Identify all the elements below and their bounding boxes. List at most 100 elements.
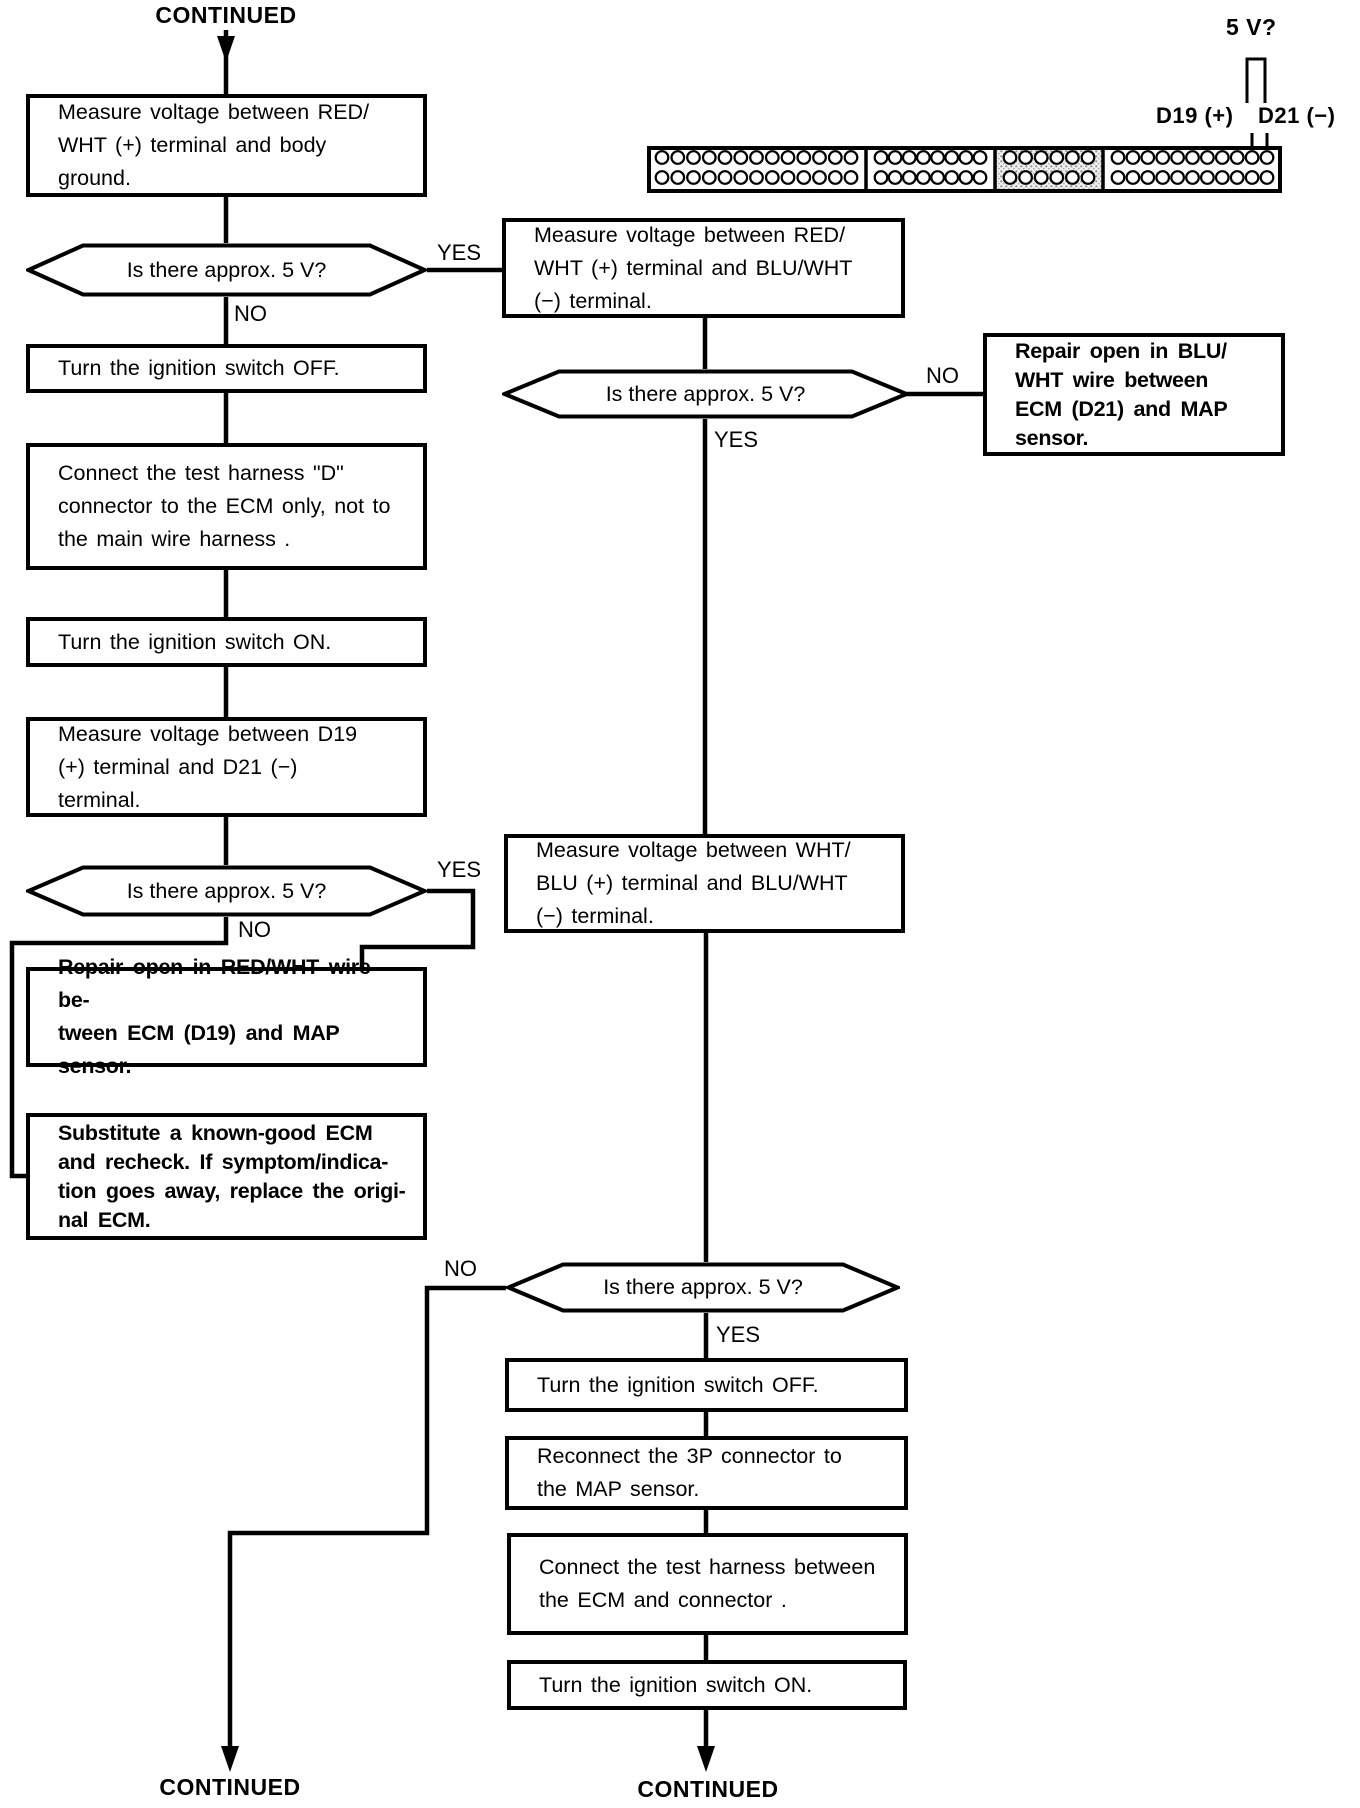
pin-hole bbox=[1064, 150, 1080, 165]
pin-hole bbox=[701, 150, 717, 165]
process-box-ignition-on-right: Turn the ignition switch ON. bbox=[507, 1660, 907, 1710]
pin-hole bbox=[654, 170, 670, 185]
pin-hole bbox=[972, 170, 988, 185]
pin-hole bbox=[733, 150, 749, 165]
pin-hole bbox=[916, 170, 931, 185]
action-box-substitute-ecm: Substitute a known-good ECM and recheck.… bbox=[26, 1113, 427, 1240]
pin-hole bbox=[827, 150, 843, 165]
decision-shape bbox=[26, 243, 427, 297]
process-box-reconnect-3p-connector: Reconnect the 3P connector to the MAP se… bbox=[505, 1436, 908, 1510]
pin-hole bbox=[1125, 170, 1141, 185]
pin-hole bbox=[827, 170, 843, 185]
pin-hole bbox=[1002, 170, 1018, 185]
action-text: Repair open in RED/WHT wire be- tween EC… bbox=[58, 955, 371, 1078]
pin-hole bbox=[972, 150, 988, 165]
pin-hole bbox=[1110, 150, 1126, 165]
decision-text: Is there approx. 5 V? bbox=[126, 257, 327, 282]
pin-hole bbox=[1170, 170, 1185, 185]
pin-hole bbox=[1170, 150, 1185, 165]
action-text: Repair open in BLU/ WHT wire between ECM… bbox=[1015, 338, 1228, 450]
pin-hole bbox=[1155, 170, 1171, 185]
process-box-measure-red-wht-blu-wht: Measure voltage between RED/ WHT (+) ter… bbox=[502, 218, 905, 318]
connector-outline bbox=[647, 146, 1282, 193]
arrow-down-icon bbox=[217, 36, 235, 62]
pin-hole bbox=[958, 150, 974, 165]
process-text: Turn the ignition switch ON. bbox=[58, 629, 332, 654]
pin-hole bbox=[1140, 150, 1156, 165]
decision-shape bbox=[502, 369, 909, 419]
pin-hole bbox=[780, 150, 796, 165]
process-text: Connect the test harness between the ECM… bbox=[539, 1555, 876, 1612]
process-text: Measure voltage between D19 (+) terminal… bbox=[58, 721, 358, 812]
decision-shape bbox=[506, 1262, 900, 1313]
arrow-down-icon bbox=[221, 1746, 239, 1772]
pin-hole bbox=[796, 150, 812, 165]
connector-pin-field bbox=[654, 148, 1275, 191]
pin-hole bbox=[1214, 150, 1230, 165]
pin-hole bbox=[780, 170, 796, 185]
pin-hole bbox=[1018, 150, 1033, 165]
pin-hole bbox=[901, 150, 917, 165]
pin-hole bbox=[1033, 170, 1049, 185]
continued-bottom-left-label: CONTINUED bbox=[159, 1774, 301, 1800]
pin-hole bbox=[944, 170, 960, 185]
pin-hole bbox=[1259, 150, 1275, 165]
decision-approx-5v-1: Is there approx. 5 V? bbox=[26, 243, 427, 297]
pin-hole bbox=[670, 170, 686, 185]
pin-hole bbox=[1080, 170, 1096, 185]
pin-hole bbox=[1244, 170, 1260, 185]
pin-hole bbox=[1110, 170, 1126, 185]
action-box-repair-blu-wht-wire: Repair open in BLU/ WHT wire between ECM… bbox=[983, 333, 1285, 456]
arrowheads bbox=[217, 36, 715, 1772]
pin-hole bbox=[1229, 170, 1245, 185]
pin-hole bbox=[717, 170, 733, 185]
continued-bottom-right-label: CONTINUED bbox=[637, 1776, 779, 1802]
pin-hole bbox=[916, 150, 931, 165]
probe-bracket bbox=[1245, 57, 1267, 103]
pin-hole bbox=[944, 150, 960, 165]
pin-hole bbox=[930, 170, 945, 185]
process-box-measure-red-wht-ground: Measure voltage between RED/ WHT (+) ter… bbox=[26, 94, 427, 197]
pin-hole bbox=[1214, 170, 1230, 185]
flow-lines bbox=[9, 30, 983, 1750]
pin-hole bbox=[930, 150, 945, 165]
process-text: Connect the test harness "D" connector t… bbox=[58, 461, 391, 551]
pin-hole bbox=[1185, 170, 1200, 185]
pin-hole bbox=[1002, 150, 1018, 165]
continued-top-label: CONTINUED bbox=[155, 2, 297, 28]
pin-hole bbox=[749, 170, 764, 185]
pin-hole bbox=[1049, 170, 1065, 185]
process-box-ignition-off-left: Turn the ignition switch OFF. bbox=[26, 344, 427, 393]
yes-label-3: YES bbox=[714, 427, 759, 452]
pin-hole bbox=[654, 150, 670, 165]
pin-hole bbox=[733, 170, 749, 185]
pin-hole bbox=[873, 170, 889, 185]
no-label-4: NO bbox=[444, 1256, 477, 1281]
yes-label-2: YES bbox=[437, 857, 482, 882]
pin-hole bbox=[1185, 150, 1200, 165]
terminal-label-d19: D19 (+) bbox=[1156, 103, 1234, 128]
flow-line-no-2 bbox=[9, 917, 229, 1179]
yes-label-4: YES bbox=[716, 1322, 761, 1347]
process-text: Turn the ignition switch OFF. bbox=[58, 356, 340, 380]
pin-hole bbox=[887, 150, 903, 165]
process-box-ignition-on-left: Turn the ignition switch ON. bbox=[26, 617, 427, 667]
process-box-measure-d19-d21: Measure voltage between D19 (+) terminal… bbox=[26, 717, 427, 817]
pin-hole bbox=[670, 150, 686, 165]
pin-hole bbox=[1155, 150, 1171, 165]
pin-hole bbox=[1125, 150, 1141, 165]
pin-hole bbox=[887, 170, 903, 185]
decision-shape bbox=[26, 865, 427, 917]
pin-hole bbox=[749, 150, 764, 165]
process-box-connect-test-harness-ecm: Connect the test harness between the ECM… bbox=[507, 1533, 908, 1635]
process-text: Turn the ignition switch ON. bbox=[539, 1672, 813, 1697]
pin-hole bbox=[686, 150, 701, 165]
pin-hole bbox=[686, 170, 701, 185]
pin-hole bbox=[1064, 170, 1080, 185]
pin-hole bbox=[717, 150, 733, 165]
terminal-label-d21: D21 (−) bbox=[1258, 103, 1336, 128]
pin-hole bbox=[1033, 150, 1049, 165]
pin-hole bbox=[812, 150, 827, 165]
